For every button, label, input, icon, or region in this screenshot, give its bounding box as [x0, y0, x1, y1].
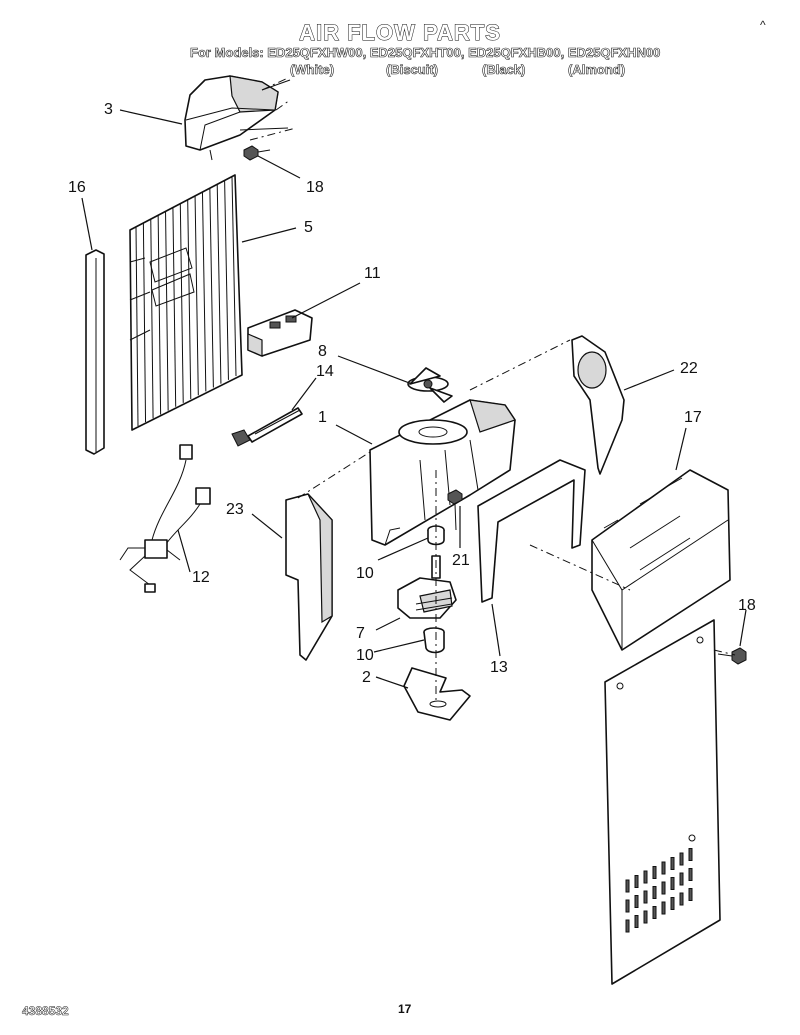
part-1-fan-shroud [369, 399, 516, 546]
callout-16: 16 [68, 179, 86, 196]
evaporator-fin [187, 200, 192, 400]
part-11-terminal-block [247, 309, 313, 357]
part-5-evaporator [129, 174, 243, 431]
callout-10-upper: 10 [356, 565, 374, 582]
panel-vent-slot [670, 857, 675, 870]
part-7-fan-motor [397, 555, 457, 619]
page-number: 17 [398, 1002, 412, 1016]
callout-11: 11 [364, 265, 381, 282]
evaporator-fin [172, 207, 177, 407]
evaporator-fin [194, 196, 199, 396]
panel-vent-slot [670, 877, 675, 890]
callout-21: 21 [452, 552, 470, 569]
panel-vent-slot [634, 915, 639, 928]
callout-3: 3 [104, 101, 113, 118]
panel-vent-slot [652, 866, 657, 879]
panel-vent-slot [688, 888, 693, 901]
model-list: For Models: ED25QFXHW00, ED25QFXHT00, ED… [190, 45, 661, 61]
evaporator-fin [157, 215, 162, 415]
callout-5: 5 [304, 219, 313, 236]
callout-23: 23 [226, 501, 244, 518]
alignment-lines [249, 77, 736, 700]
callout-12: 12 [192, 569, 210, 586]
panel-vent-slot [661, 901, 666, 915]
panel-vent-slot [661, 881, 666, 895]
panel-vent-slot [670, 897, 675, 910]
callout-1: 1 [318, 409, 327, 426]
evaporator-fin [165, 211, 169, 411]
leader-lines [81, 109, 747, 689]
part-10-grommet-lower [423, 627, 445, 654]
panel-vent-slot [625, 899, 630, 913]
panel-vent-slot [643, 910, 648, 924]
part-2-motor-bracket [403, 667, 471, 721]
panel-vent-slot [679, 892, 684, 906]
evaporator-fin [224, 180, 229, 380]
callout-13: 13 [490, 659, 508, 676]
panel-vent-slot [625, 879, 630, 893]
evaporator-fin [216, 184, 222, 384]
panel-vent-slot [625, 919, 630, 933]
part-8-fan-blade [407, 367, 453, 403]
part-14-bolt [231, 407, 303, 447]
callout-2: 2 [362, 669, 371, 686]
document-number: 4388532 [22, 1004, 69, 1019]
corner-mark: ^ [760, 18, 766, 32]
part-17-rear-panel [591, 469, 731, 985]
page-title: AIR FLOW PARTS [299, 20, 501, 46]
panel-vent-slot [688, 868, 693, 881]
panel-vent-slot [634, 875, 639, 888]
part-16-seal-strip [85, 249, 105, 455]
evaporator-fin [179, 203, 184, 403]
panel-vent-slot [652, 886, 657, 899]
evaporator-fin [231, 176, 237, 377]
panel-vent-slot [643, 870, 648, 884]
panel-vent-slot [679, 852, 684, 866]
callout-17: 17 [684, 409, 702, 426]
callout-18-lower: 18 [738, 597, 756, 614]
part-23-side-panel [285, 493, 333, 661]
evaporator-fin [142, 223, 147, 423]
part-22-right-duct [571, 335, 625, 475]
callout-labels: 3 18 16 5 11 8 14 22 1 17 23 21 12 10 7 … [68, 101, 756, 686]
part-21-screw [447, 489, 463, 531]
panel-vent-slot [634, 895, 639, 908]
part-18-screw-upper [243, 145, 271, 161]
part-3-duct-cover [184, 75, 291, 161]
evaporator-fin [201, 192, 207, 392]
panel-vent-slot [652, 906, 657, 919]
color-almond: (Almond) [568, 62, 626, 78]
color-biscuit: (Biscuit) [386, 62, 439, 78]
color-white: (White) [290, 62, 335, 78]
callout-14: 14 [316, 363, 334, 380]
callout-18-upper: 18 [306, 179, 324, 196]
panel-vent-slot [679, 872, 684, 886]
callout-7: 7 [356, 625, 365, 642]
part-18-screw-lower [717, 647, 747, 665]
panel-vent-slot [661, 861, 666, 875]
callout-10-lower: 10 [356, 647, 374, 664]
panel-vent-slot [643, 890, 648, 904]
evaporator-fin [150, 219, 154, 419]
callout-22: 22 [680, 360, 698, 377]
part-12-wire-harness [119, 444, 211, 593]
panel-vent-slot [688, 848, 693, 861]
evaporator-fin [209, 188, 214, 388]
callout-8: 8 [318, 343, 327, 360]
part-13-u-channel [477, 459, 586, 603]
color-black: (Black) [482, 62, 526, 78]
